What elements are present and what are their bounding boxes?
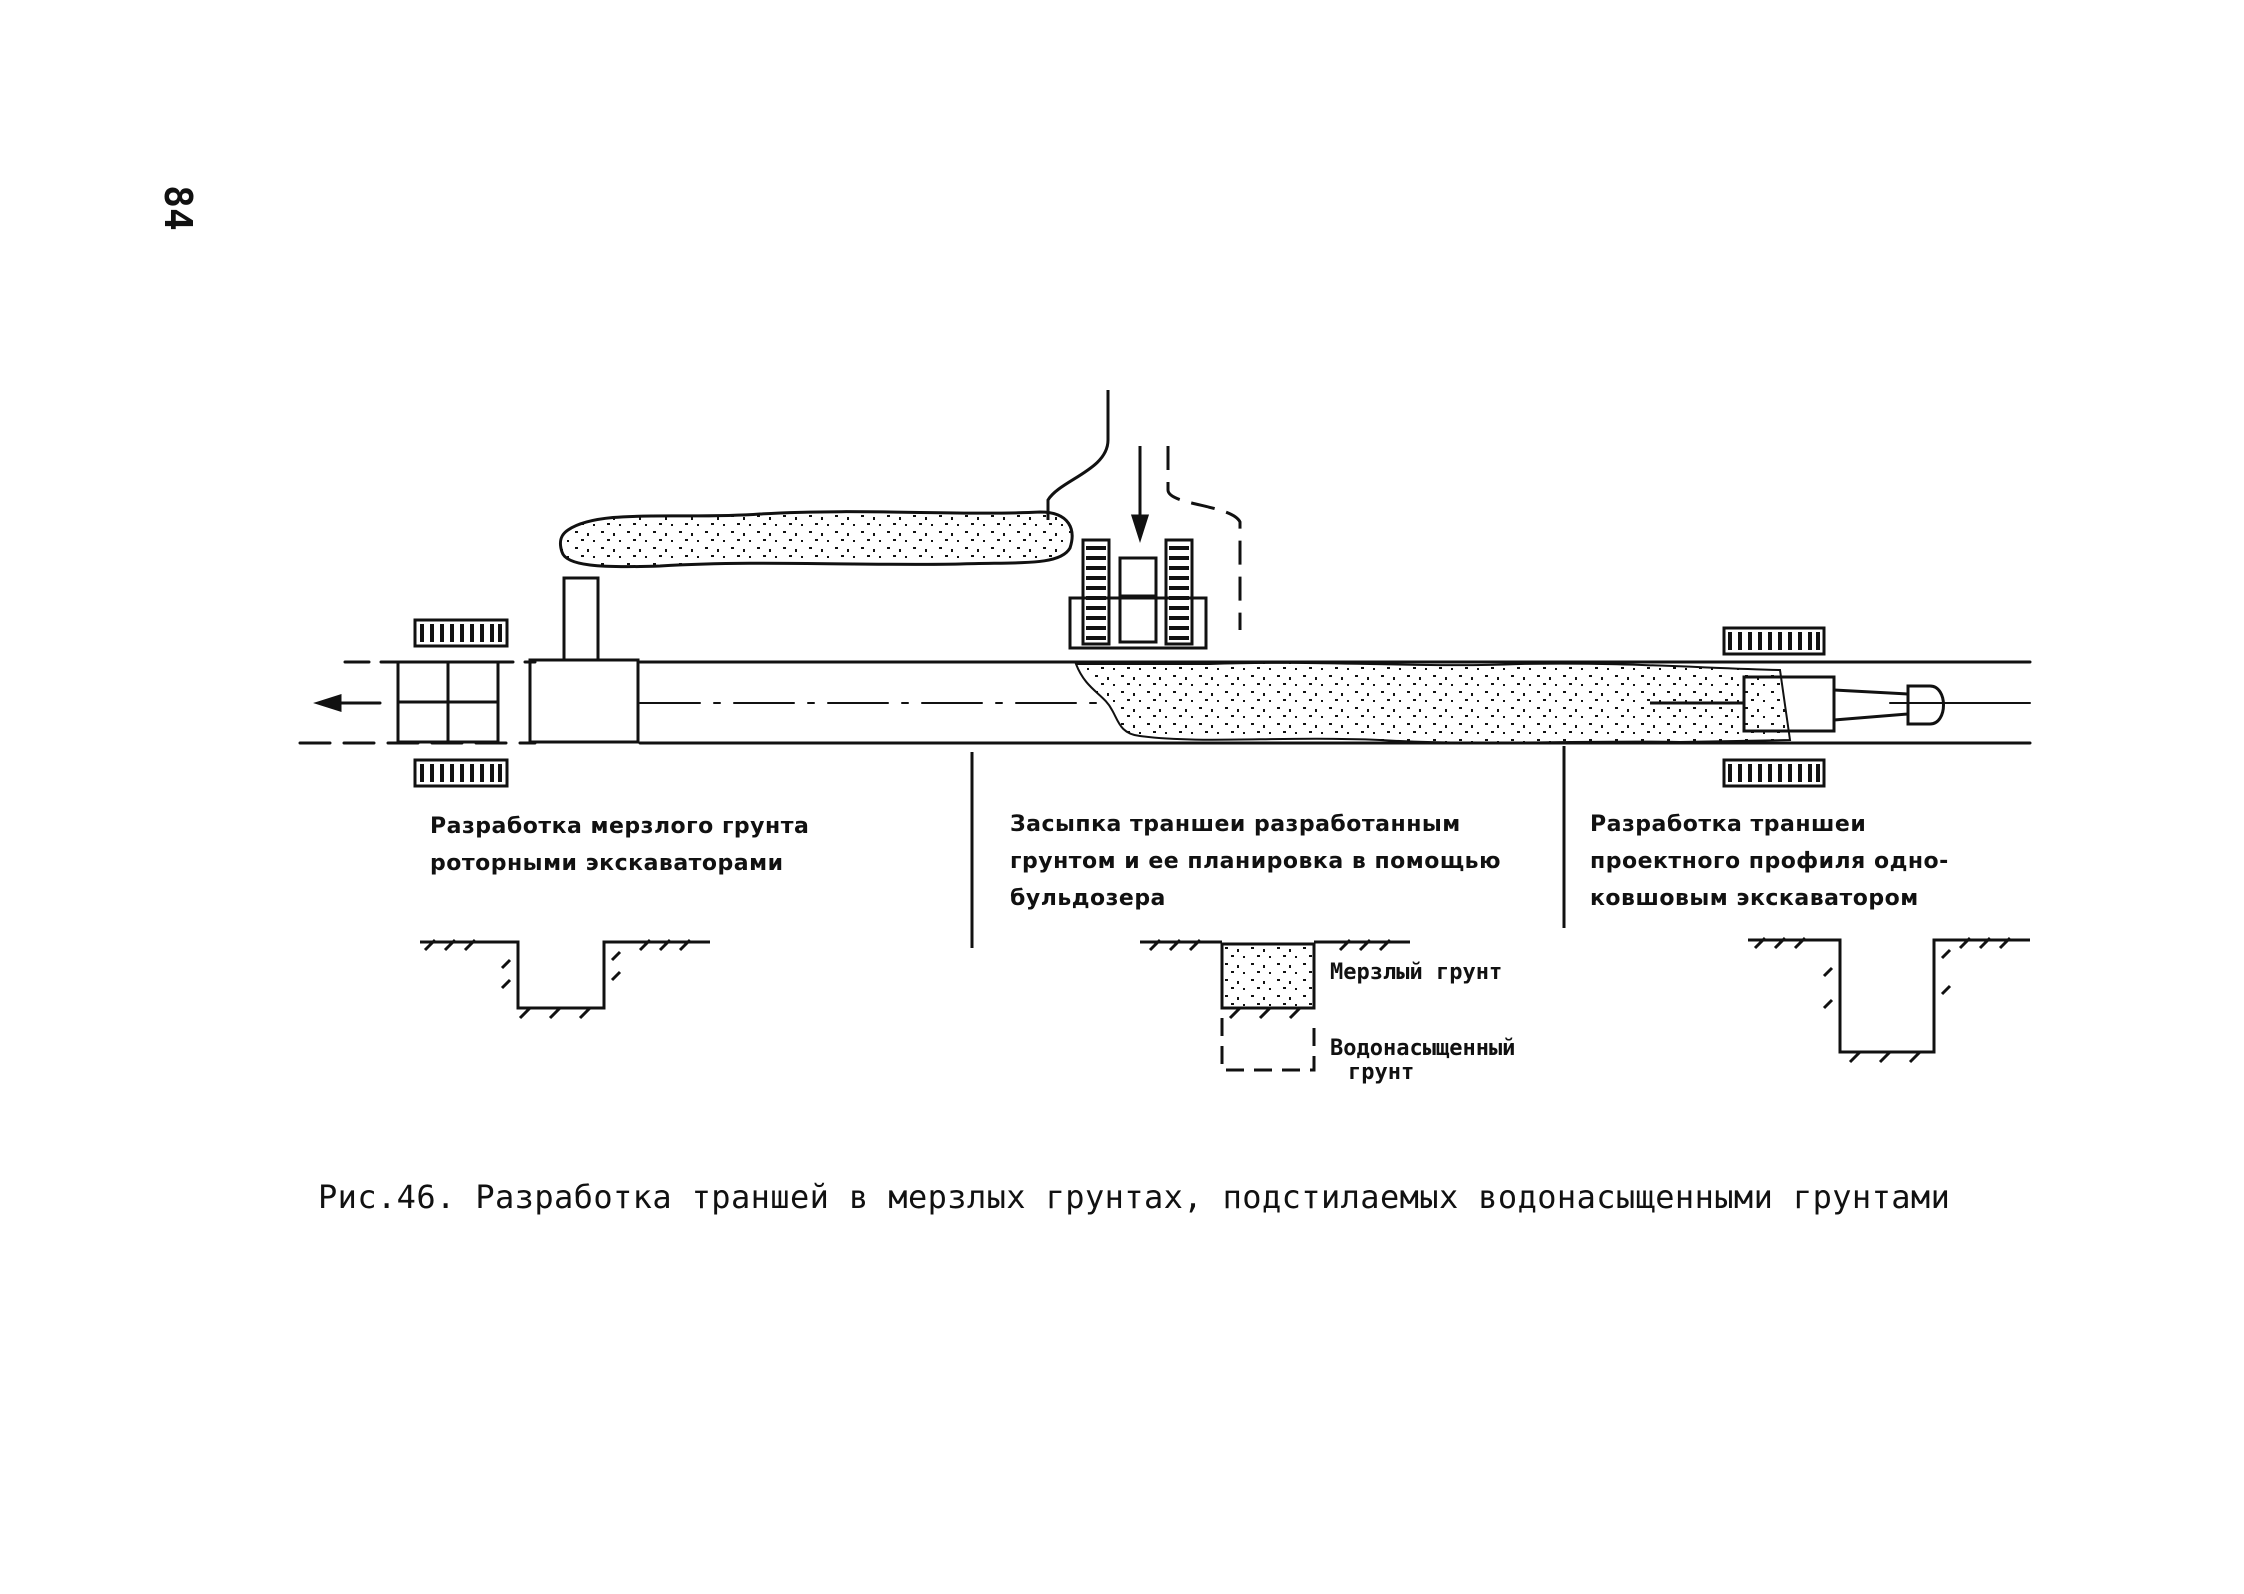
track-hatch-bottom-right xyxy=(1728,764,1820,782)
bulldozer-track-left-hatch xyxy=(1086,546,1106,640)
bucket-excavator-arm xyxy=(1833,688,1910,722)
bulldozer-path-left xyxy=(1046,390,1110,520)
cross-section-backfilled-trench xyxy=(1140,938,1410,1072)
bulldozer-arrow-head-icon xyxy=(1130,514,1150,543)
backfilled-soil xyxy=(1074,661,1792,744)
bulldozer-track-left-icon xyxy=(1081,538,1111,646)
bulldozer-path-right xyxy=(1166,446,1242,630)
bulldozer-cab xyxy=(1118,556,1158,644)
track-hatch-top-left xyxy=(420,624,502,642)
legend-frozen-soil: Мерзлый грунт xyxy=(1330,960,1503,985)
rotary-excavator-boom xyxy=(562,576,600,662)
legend-saturated-soil-line2: грунт xyxy=(1348,1060,1415,1085)
spoil-pile xyxy=(558,510,1074,569)
rotary-excavator-rotor xyxy=(528,658,640,744)
stage-label-backfill: Засыпка траншеи разработанным грунтом и … xyxy=(1010,812,1501,911)
cross-section-frozen-trench xyxy=(420,938,710,1020)
stage-label-excavation: Разработка мерзлого грунта роторными экс… xyxy=(430,814,810,876)
figure-caption: Рис.46. Разработка траншей в мерзлых гру… xyxy=(318,1178,1951,1216)
cross-section-design-profile-trench xyxy=(1748,936,2030,1064)
track-hatch-bottom-left xyxy=(420,764,502,782)
bucket-excavator-track-bottom-icon xyxy=(1722,758,1826,788)
bulldozer-track-right-hatch xyxy=(1169,546,1189,640)
excavator-track-top-icon xyxy=(413,618,509,648)
bulldozer-frame xyxy=(1068,596,1208,650)
bucket-excavator-track-top-icon xyxy=(1722,626,1826,656)
stage-label-profile: Разработка траншеи проектного профиля од… xyxy=(1590,812,1949,911)
legend-saturated-soil-line1: Водонасыщенный xyxy=(1330,1036,1516,1061)
bulldozer-track-right-icon xyxy=(1164,538,1194,646)
excavator-track-bottom-icon xyxy=(413,758,509,788)
bucket-excavator-bucket-icon xyxy=(1906,684,1945,726)
direction-arrow-head-icon xyxy=(313,693,342,713)
track-hatch-top-right xyxy=(1728,632,1820,650)
